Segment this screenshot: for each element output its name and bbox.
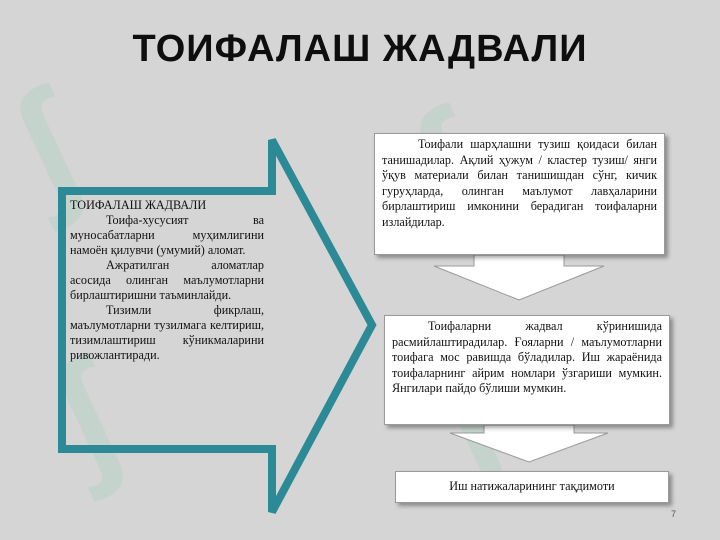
step-box-2: Тоифаларни жадвал кўринишида расмийлашти… <box>384 315 670 425</box>
left-panel-heading: ТОИФАЛАШ ЖАДВАЛИ <box>70 198 207 212</box>
step-text-1: Тоифали шарҳлашни тузиш қоидаси билан та… <box>382 137 657 229</box>
left-panel-paragraph: Тоифа-хусусият ва муносабатларни муҳимли… <box>70 213 264 257</box>
left-panel-paragraph: Ажратилган аломатлар асосида олинган маъ… <box>70 258 264 302</box>
step-box-1: Тоифали шарҳлашни тузиш қоидаси билан та… <box>374 133 665 255</box>
down-arrow-2 <box>449 424 609 463</box>
page-number: 7 <box>671 509 677 519</box>
step-text-2: Тоифаларни жадвал кўринишида расмийлашти… <box>392 319 662 395</box>
down-arrow-1 <box>433 254 605 301</box>
big-right-arrow <box>58 138 377 514</box>
slide-title: ТОИФАЛАШ ЖАДВАЛИ <box>132 28 588 70</box>
left-panel-paragraph: Тизимли фикрлаш, маълумотларни тузилмага… <box>70 303 264 362</box>
step-box-3: Иш натижаларининг тақдимоти <box>395 471 669 503</box>
step-text-3: Иш натижаларининг тақдимоти <box>449 479 615 493</box>
left-description-panel: ТОИФАЛАШ ЖАДВАЛИ Тоифа-хусусият ва мунос… <box>70 198 264 363</box>
